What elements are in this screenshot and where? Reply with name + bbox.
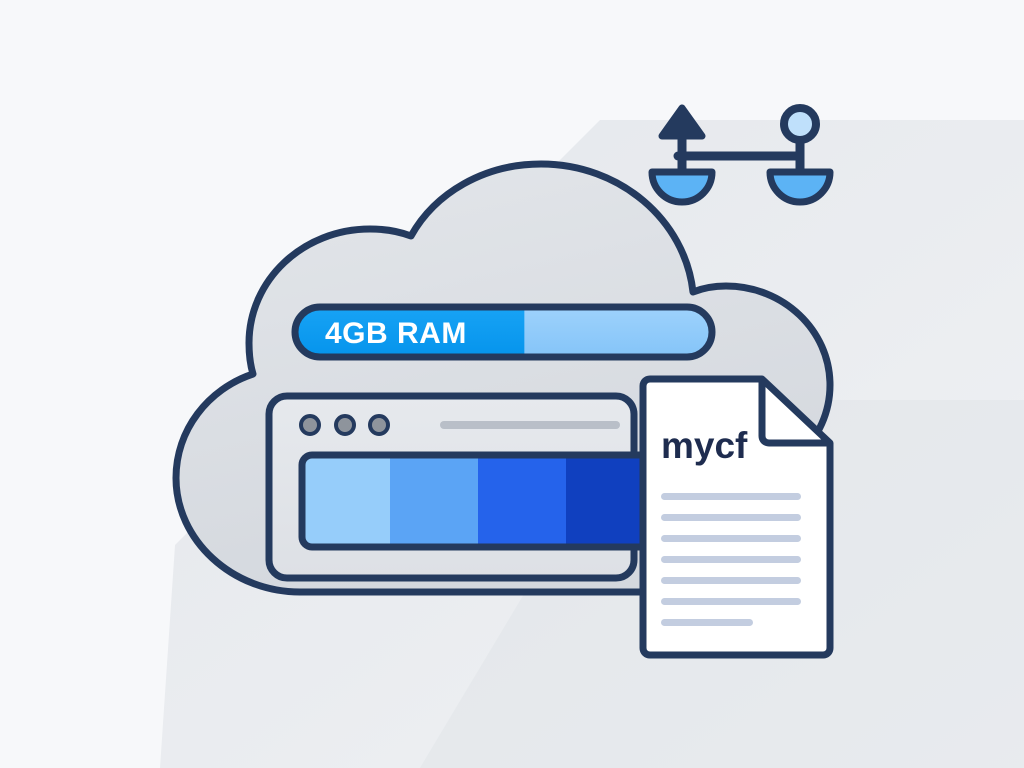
doc-line-7 bbox=[661, 619, 753, 626]
circle-knob-icon bbox=[780, 104, 820, 144]
doc-line-6 bbox=[661, 598, 801, 605]
ram-bar-outline bbox=[291, 303, 716, 361]
scale-pan-right bbox=[766, 168, 834, 206]
color-swatch-3[interactable] bbox=[478, 455, 566, 547]
color-swatch-1[interactable] bbox=[302, 455, 390, 547]
color-swatch-4[interactable] bbox=[566, 455, 654, 547]
traffic-light-dot-1[interactable] bbox=[299, 414, 321, 436]
window-traffic-lights[interactable] bbox=[299, 414, 390, 436]
swatch-strip[interactable] bbox=[298, 451, 658, 551]
document-folded-corner bbox=[758, 379, 830, 447]
doc-line-5 bbox=[661, 577, 801, 584]
ram-bar-label: 4GB RAM bbox=[325, 317, 467, 350]
traffic-light-dot-3[interactable] bbox=[368, 414, 390, 436]
ram-bar-fill bbox=[295, 307, 525, 357]
doc-line-1 bbox=[661, 493, 801, 500]
document-label: mycf bbox=[661, 425, 748, 466]
address-bar-line[interactable] bbox=[440, 421, 620, 429]
scale-pan-left bbox=[648, 168, 716, 206]
traffic-light-dot-2[interactable] bbox=[334, 414, 356, 436]
up-arrow-icon bbox=[658, 104, 706, 140]
doc-line-3 bbox=[661, 535, 801, 542]
doc-line-4 bbox=[661, 556, 801, 563]
color-swatch-2[interactable] bbox=[390, 455, 478, 547]
document-text-lines bbox=[661, 493, 801, 626]
doc-line-2 bbox=[661, 514, 801, 521]
